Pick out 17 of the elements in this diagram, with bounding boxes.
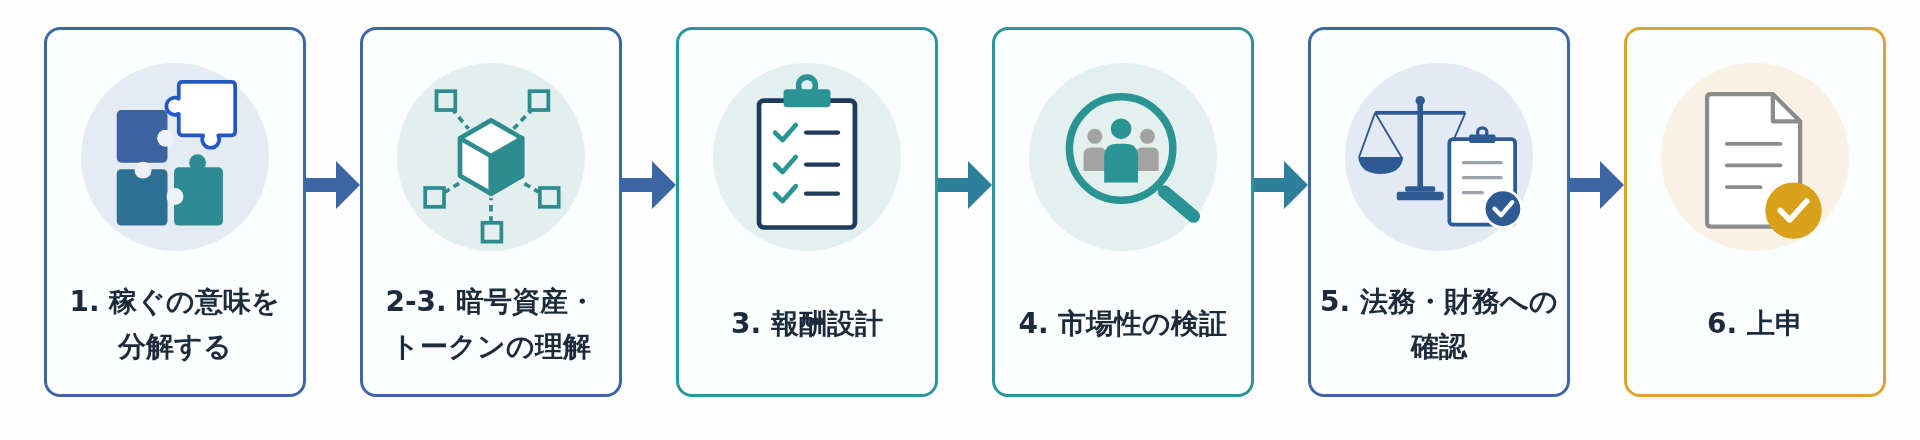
step-card — [360, 27, 622, 397]
step-label: 2-3. 暗号資産・トークンの理解 — [384, 283, 598, 365]
step-label: 6. 上申 — [1707, 306, 1803, 343]
step-label: 4. 市場性の検証 — [1018, 306, 1228, 343]
arrow — [306, 161, 360, 209]
arrow — [938, 161, 992, 209]
step-label: 1. 稼ぐの意味を分解する — [68, 283, 282, 365]
arrow — [1254, 161, 1308, 209]
step-label: 3. 報酬設計 — [731, 306, 883, 343]
arrow — [622, 161, 676, 209]
step-card — [44, 27, 306, 397]
step-card — [1308, 27, 1570, 397]
step-card — [992, 27, 1254, 397]
step-card — [1624, 27, 1886, 397]
step-card — [676, 27, 938, 397]
arrow — [1570, 161, 1624, 209]
step-label: 5. 法務・財務への確認 — [1319, 283, 1559, 365]
